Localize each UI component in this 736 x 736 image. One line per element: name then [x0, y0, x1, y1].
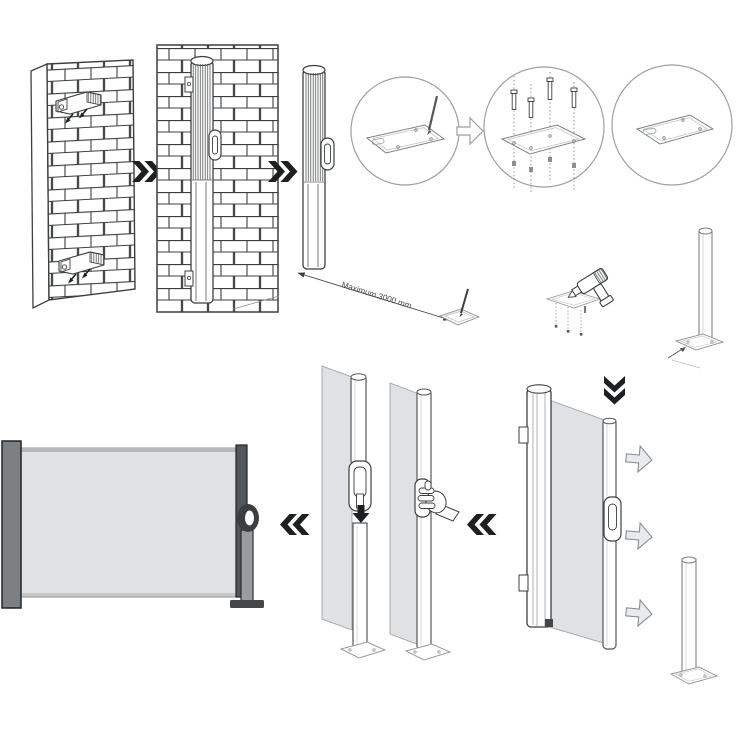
marker-pen: [427, 95, 439, 131]
block-arrow-right-icon: [624, 598, 654, 628]
insert-arrow-down-icon: [352, 505, 370, 523]
pull-bar: [416, 390, 432, 649]
fabric-top-rail: [21, 448, 238, 452]
support-post: [681, 558, 697, 678]
block-arrow-right-icon: [624, 521, 654, 551]
support-post: [352, 522, 368, 650]
cassette-handle: [320, 137, 335, 171]
anchor-sleeves: [512, 157, 576, 172]
anchor-dots: [554, 325, 583, 336]
figure-pull-screen-out: [518, 376, 719, 685]
drill-guide-lines: [555, 303, 582, 333]
wall-side-edge: [30, 63, 50, 310]
figure-post-on-plate: [667, 227, 725, 369]
cassette-free-standing: [302, 64, 335, 270]
support-post: [240, 529, 254, 604]
floor-plate: [674, 333, 725, 351]
detail-circle-anchor-bolts: [483, 66, 605, 194]
mounted-cassette: [184, 55, 222, 304]
figure-cassette-on-wall: [156, 44, 280, 313]
detail-circle-plate-installed: [611, 64, 733, 186]
handle-assembly: [348, 460, 372, 512]
cassette-housing: [1, 440, 22, 609]
dimension-line: [297, 272, 451, 321]
chevron-left-icon: [280, 514, 310, 535]
cassette-handle: [208, 129, 222, 161]
block-arrow-right-icon: [624, 444, 654, 474]
chevron-down-icon: [604, 376, 625, 405]
pull-handle: [603, 496, 622, 542]
detail-circle-mark-holes: [350, 76, 460, 186]
figure-pull-handle: [389, 382, 460, 661]
fabric-bottom-rail: [21, 593, 238, 597]
block-arrow-right-icon: [456, 117, 484, 145]
cassette-housing: [518, 384, 553, 628]
bracket-clip-bottom: [518, 574, 529, 592]
brick-wall-panel: [156, 44, 279, 313]
post-base-plate: [669, 666, 719, 685]
ground-line: [671, 359, 701, 369]
floor-line: [232, 295, 280, 310]
direction-arrows: [624, 444, 654, 628]
bracket-clip-top: [184, 76, 194, 93]
awning-fabric: [20, 447, 239, 598]
figure-insert-handle: [321, 365, 387, 659]
floor-plate-with-pen: [438, 288, 481, 326]
post-foot: [230, 600, 264, 608]
hand: [417, 480, 460, 522]
screen-fabric: [321, 365, 353, 631]
plate-slot: [642, 127, 657, 135]
figure-awning-extended: [1, 440, 264, 609]
dimension-label: Maximum 3000 mm: [340, 279, 413, 310]
receiving-post: [669, 556, 719, 685]
post-base-plate: [339, 641, 387, 659]
floor-plate: [635, 114, 715, 145]
power-drill: [567, 268, 614, 308]
marker-pen: [460, 288, 469, 314]
fabric-anchor: [545, 619, 553, 627]
pull-bar: [350, 375, 367, 464]
anchor-bolts: [510, 77, 578, 118]
figure-drill-holes: [545, 268, 614, 336]
bracket-clip-bottom: [184, 270, 194, 287]
figure-wall-with-brackets: [30, 59, 136, 310]
bracket-clip-top: [518, 426, 529, 444]
support-post: [698, 230, 713, 342]
screen-fabric: [389, 382, 420, 646]
post-base-plate: [404, 643, 452, 661]
chevron-left-icon: [467, 514, 497, 535]
plate-slot: [371, 137, 385, 146]
